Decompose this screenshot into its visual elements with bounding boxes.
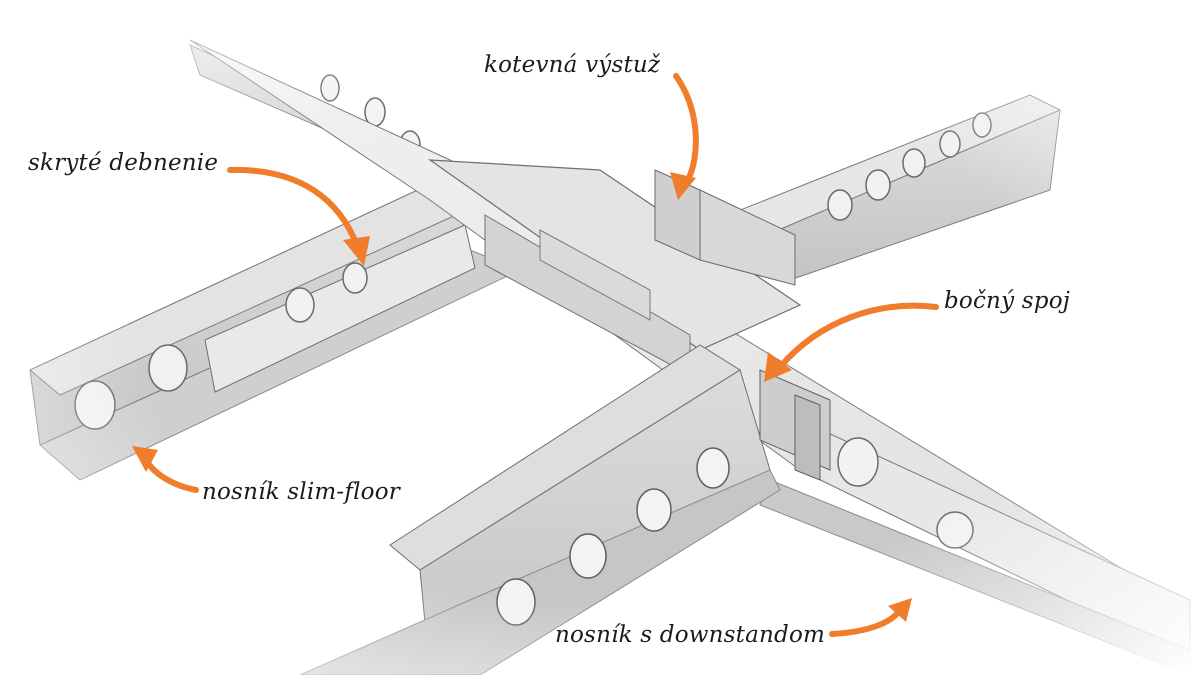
arrowhead-hidden-formwork: [343, 236, 370, 266]
arrow-anchor-reinforcement: [673, 73, 699, 183]
label-anchor-reinforcement: kotevná výstuž: [484, 52, 661, 78]
arrowhead-slim-floor-beam: [132, 446, 158, 472]
label-downstand-beam: nosník s downstandom: [555, 622, 826, 648]
arrowhead-downstand-beam: [888, 598, 912, 622]
label-side-joint: bočný spoj: [944, 288, 1071, 314]
arrow-side-joint: [777, 302, 939, 370]
label-slim-floor-beam: nosník slim-floor: [202, 479, 400, 505]
arrowhead-anchor-reinforcement: [670, 172, 696, 200]
label-hidden-formwork: skryté debnenie: [28, 150, 219, 176]
arrow-hidden-formwork: [227, 166, 360, 249]
arrows: [132, 73, 939, 637]
arrowhead-side-joint: [764, 352, 792, 382]
